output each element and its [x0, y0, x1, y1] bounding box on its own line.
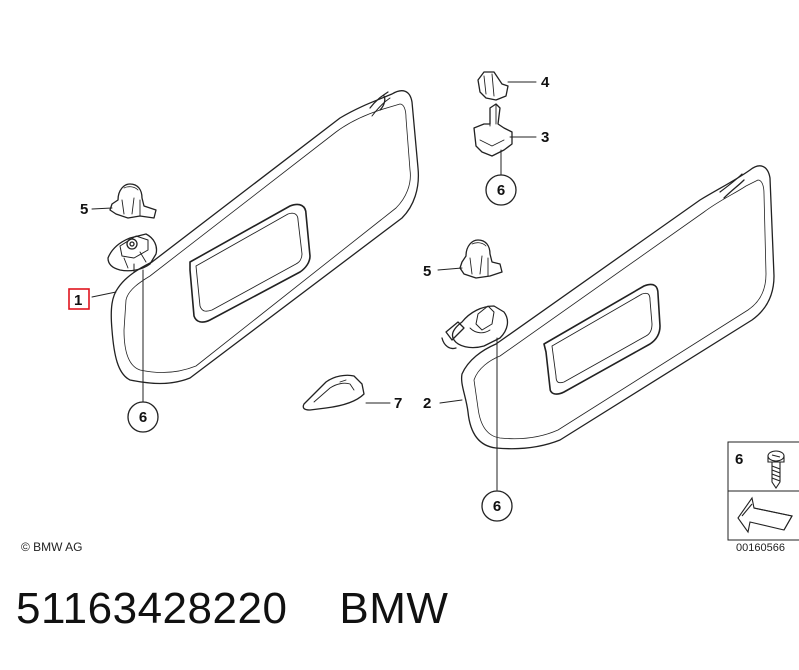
left-clip-5 — [109, 183, 157, 219]
circle-callout-6-right: 6 — [481, 490, 513, 522]
circle-callout-6-top: 6 — [485, 174, 517, 206]
callout-5-left: 5 — [80, 201, 88, 218]
svg-text:6: 6 — [497, 182, 505, 199]
right-sun-visor — [441, 165, 775, 450]
screw-icon — [767, 450, 785, 489]
right-clip-5 — [459, 239, 503, 279]
selected-part-highlight — [68, 288, 90, 310]
left-sun-visor — [107, 90, 420, 385]
brand-name: BMW — [339, 584, 449, 633]
hook-part-3 — [473, 103, 513, 157]
callout-2: 2 — [423, 395, 431, 412]
callout-7: 7 — [394, 395, 402, 412]
callout-5-right: 5 — [423, 263, 431, 280]
leader-lines — [91, 81, 537, 491]
part-number: 51163428220 — [16, 584, 288, 633]
legend-label-6: 6 — [735, 451, 743, 468]
cover-part-7 — [302, 374, 365, 411]
callout-1[interactable]: 1 — [74, 292, 82, 309]
circle-callout-6-left: 6 — [127, 401, 159, 433]
caption: 51163428220 BMW — [16, 584, 500, 634]
callout-4: 4 — [541, 74, 550, 91]
clip-part-4 — [477, 71, 509, 101]
arrow-icon — [737, 496, 793, 534]
svg-text:6: 6 — [139, 409, 147, 426]
screw-legend: 6 — [727, 441, 799, 541]
figure-number: 00160566 — [736, 542, 785, 554]
copyright-text: © BMW AG — [21, 540, 83, 554]
callout-3: 3 — [541, 129, 549, 146]
svg-text:6: 6 — [493, 498, 501, 515]
